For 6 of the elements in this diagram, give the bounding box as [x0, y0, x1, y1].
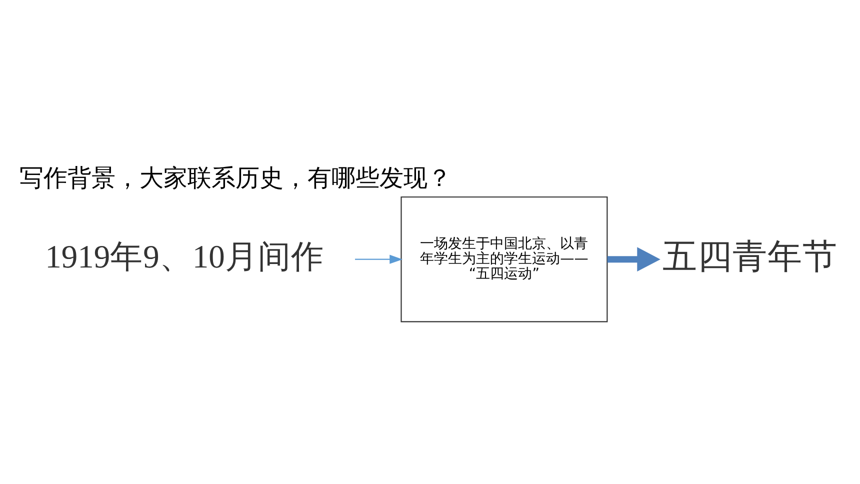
node-text: 五四青年节 — [662, 237, 838, 276]
arrow — [606, 247, 660, 272]
node-box: 一场发生于中国北京、以青年学生为主的学生运动——“五四运动” — [400, 196, 608, 322]
arrow — [354, 254, 402, 264]
diagram-title: 写作背景，大家联系历史，有哪些发现？ — [18, 164, 451, 192]
node-text: 1919年9、10月间作 — [44, 239, 324, 276]
